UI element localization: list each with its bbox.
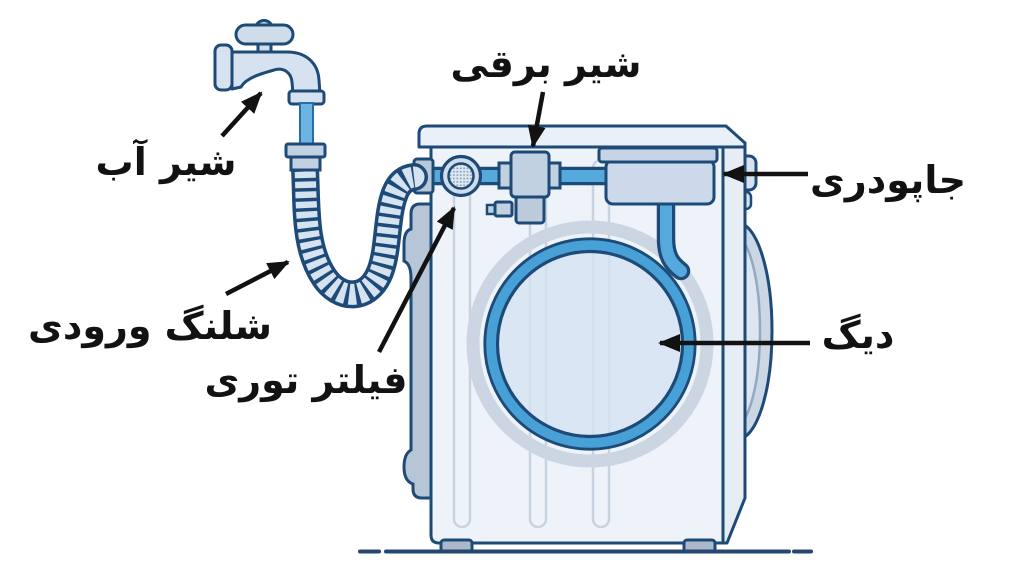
- machine-top-panel: [417, 124, 747, 149]
- detergent-box: [604, 158, 716, 206]
- faucet-body: [230, 50, 322, 96]
- fill-pipe: [660, 192, 687, 277]
- valve-body: [509, 150, 551, 199]
- arrow-solenoid-valve: [527, 91, 546, 148]
- faucet-wall-flange: [213, 43, 234, 92]
- faucet: [213, 19, 326, 153]
- label-tub: دیگ: [822, 313, 895, 357]
- arrow-water-tap: [220, 91, 263, 138]
- annotations: شیر آب شیر برقی جاپودری شلنگ ورودی فیلتر…: [28, 42, 966, 402]
- washing-machine: [402, 124, 774, 545]
- label-mesh-filter: فیلتر توری: [204, 358, 407, 402]
- mesh-filter-screen: [447, 162, 475, 190]
- hose-connector-flange: [284, 142, 327, 159]
- arrow-inlet-hose: [224, 260, 290, 296]
- label-detergent-drawer: جاپودری: [810, 158, 966, 202]
- detergent-lid: [597, 146, 719, 164]
- label-water-tap: شیر آب: [96, 138, 237, 184]
- label-solenoid-valve: شیر برقی: [451, 42, 642, 86]
- label-inlet-hose: شلنگ ورودی: [28, 304, 272, 349]
- faucet-handle: [234, 23, 295, 46]
- valve-nozzle: [493, 200, 514, 218]
- back-panel-slab: [402, 202, 433, 500]
- arrow-mesh-filter: [377, 206, 456, 354]
- inlet-hose: [284, 142, 428, 309]
- detergent-drawer: [597, 146, 719, 206]
- solenoid-valve: [485, 150, 562, 225]
- mesh-filter: [439, 154, 483, 198]
- hose-ribs: [292, 164, 417, 308]
- drum-interior: [484, 238, 696, 450]
